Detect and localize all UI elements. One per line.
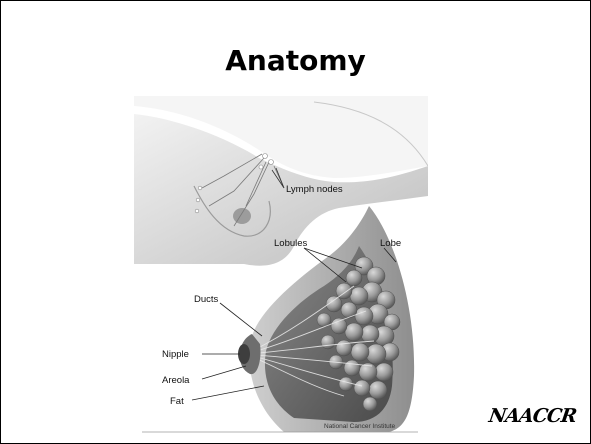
label-ducts: Ducts [194, 294, 219, 305]
naaccr-logo: NAACCR [488, 405, 578, 427]
image-credit: National Cancer Institute [324, 423, 396, 430]
label-fat: Fat [170, 396, 184, 407]
slide-title: Anatomy [1, 41, 590, 81]
label-nipple: Nipple [162, 349, 189, 360]
label-lobe: Lobe [380, 238, 401, 249]
label-areola: Areola [162, 375, 190, 386]
label-lobules: Lobules [274, 238, 308, 249]
anatomy-illustration: Lymph nodes [134, 96, 428, 438]
label-lymph-nodes: Lymph nodes [286, 184, 343, 195]
